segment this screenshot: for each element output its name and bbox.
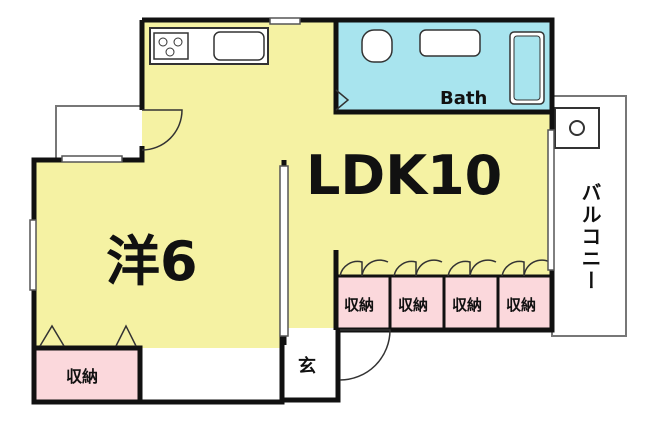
kitchen-counter — [149, 27, 269, 65]
entrance-label: 玄 — [298, 355, 316, 377]
bath-label: Bath — [440, 88, 487, 109]
storage-dividers — [336, 274, 552, 330]
balcony: バルコニー — [551, 95, 627, 337]
bath-fixtures — [361, 29, 545, 105]
western-room-label: 洋6 — [106, 230, 198, 293]
western-storage — [36, 348, 140, 400]
washbasin-icon — [419, 29, 481, 57]
door-swings — [39, 89, 551, 381]
balcony-label: バルコニー — [578, 182, 602, 292]
ac-unit-icon — [554, 107, 600, 149]
ldk-label: LDK10 — [306, 144, 502, 207]
stove-icon — [153, 32, 189, 60]
storage-label-1: 収納 — [66, 367, 98, 386]
storage-label-5: 収納 — [506, 296, 536, 314]
toilet-icon — [361, 29, 393, 63]
sink-icon — [213, 31, 265, 61]
storage-label-4: 収納 — [452, 296, 482, 314]
western-room — [34, 158, 284, 348]
storage-label-3: 収納 — [398, 296, 428, 314]
windows — [29, 17, 555, 337]
entrance — [282, 328, 338, 398]
west-balcony — [55, 105, 145, 161]
storage-label-2: 収納 — [344, 296, 374, 314]
